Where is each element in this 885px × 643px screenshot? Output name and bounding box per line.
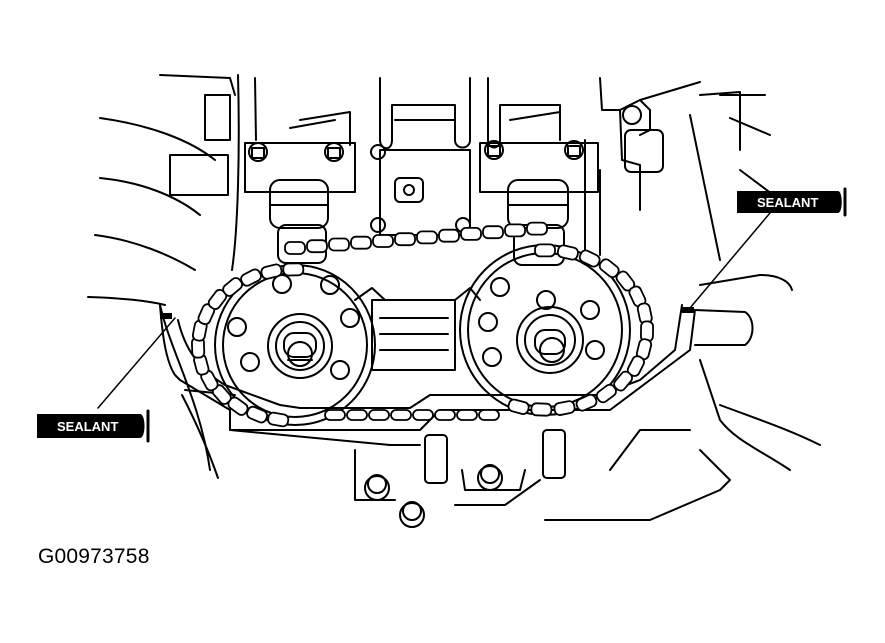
chain-link [534, 243, 556, 258]
chain-link [390, 409, 412, 421]
chain-link [434, 409, 456, 421]
left-bearing-cap [244, 142, 356, 193]
chain-link [556, 244, 579, 261]
chain-link [246, 405, 268, 424]
right-bearing-cap [479, 140, 599, 193]
chain-guide-center [354, 287, 481, 371]
chain-link [346, 409, 368, 421]
chain-link [306, 239, 328, 254]
sealant-callout-right: SEALANT [682, 187, 847, 313]
chain-link [416, 230, 438, 245]
chain-link [595, 383, 617, 404]
chain-link [350, 235, 372, 250]
chain-link [282, 262, 305, 277]
chain-link [460, 226, 482, 241]
chain-link [284, 241, 306, 255]
timing-chain [191, 221, 654, 428]
chain-link [613, 370, 633, 392]
cylinder-head [370, 77, 664, 256]
timing-cover-outline [159, 304, 696, 446]
chain-link [482, 225, 504, 240]
chain-link [372, 234, 394, 248]
chain-link [222, 277, 243, 297]
chain-link [240, 268, 262, 287]
chain-link [526, 221, 548, 236]
chain-link [507, 398, 530, 415]
sealant-callout-left: SEALANT [37, 313, 176, 443]
chain-link [324, 409, 346, 421]
chain-link [267, 411, 290, 428]
chain-link [394, 232, 416, 247]
chain-link [456, 409, 478, 421]
chain-link [478, 409, 500, 421]
figure-id: G00973758 [38, 545, 150, 568]
right-camshaft [507, 111, 569, 266]
sealant-label-left: SEALANT [57, 419, 118, 434]
chain-link [575, 393, 598, 412]
chain-link [368, 409, 390, 421]
chain-link [530, 402, 553, 417]
chain-link [578, 249, 601, 268]
lower-bolts [354, 429, 566, 528]
chain-link [504, 223, 526, 238]
chain-link [260, 263, 283, 280]
chain-link [553, 400, 576, 416]
sealant-label-right: SEALANT [757, 195, 818, 210]
chain-link [412, 409, 434, 421]
chain-link [438, 228, 460, 243]
engine-block-outline [87, 74, 821, 521]
chain-link [328, 237, 350, 252]
